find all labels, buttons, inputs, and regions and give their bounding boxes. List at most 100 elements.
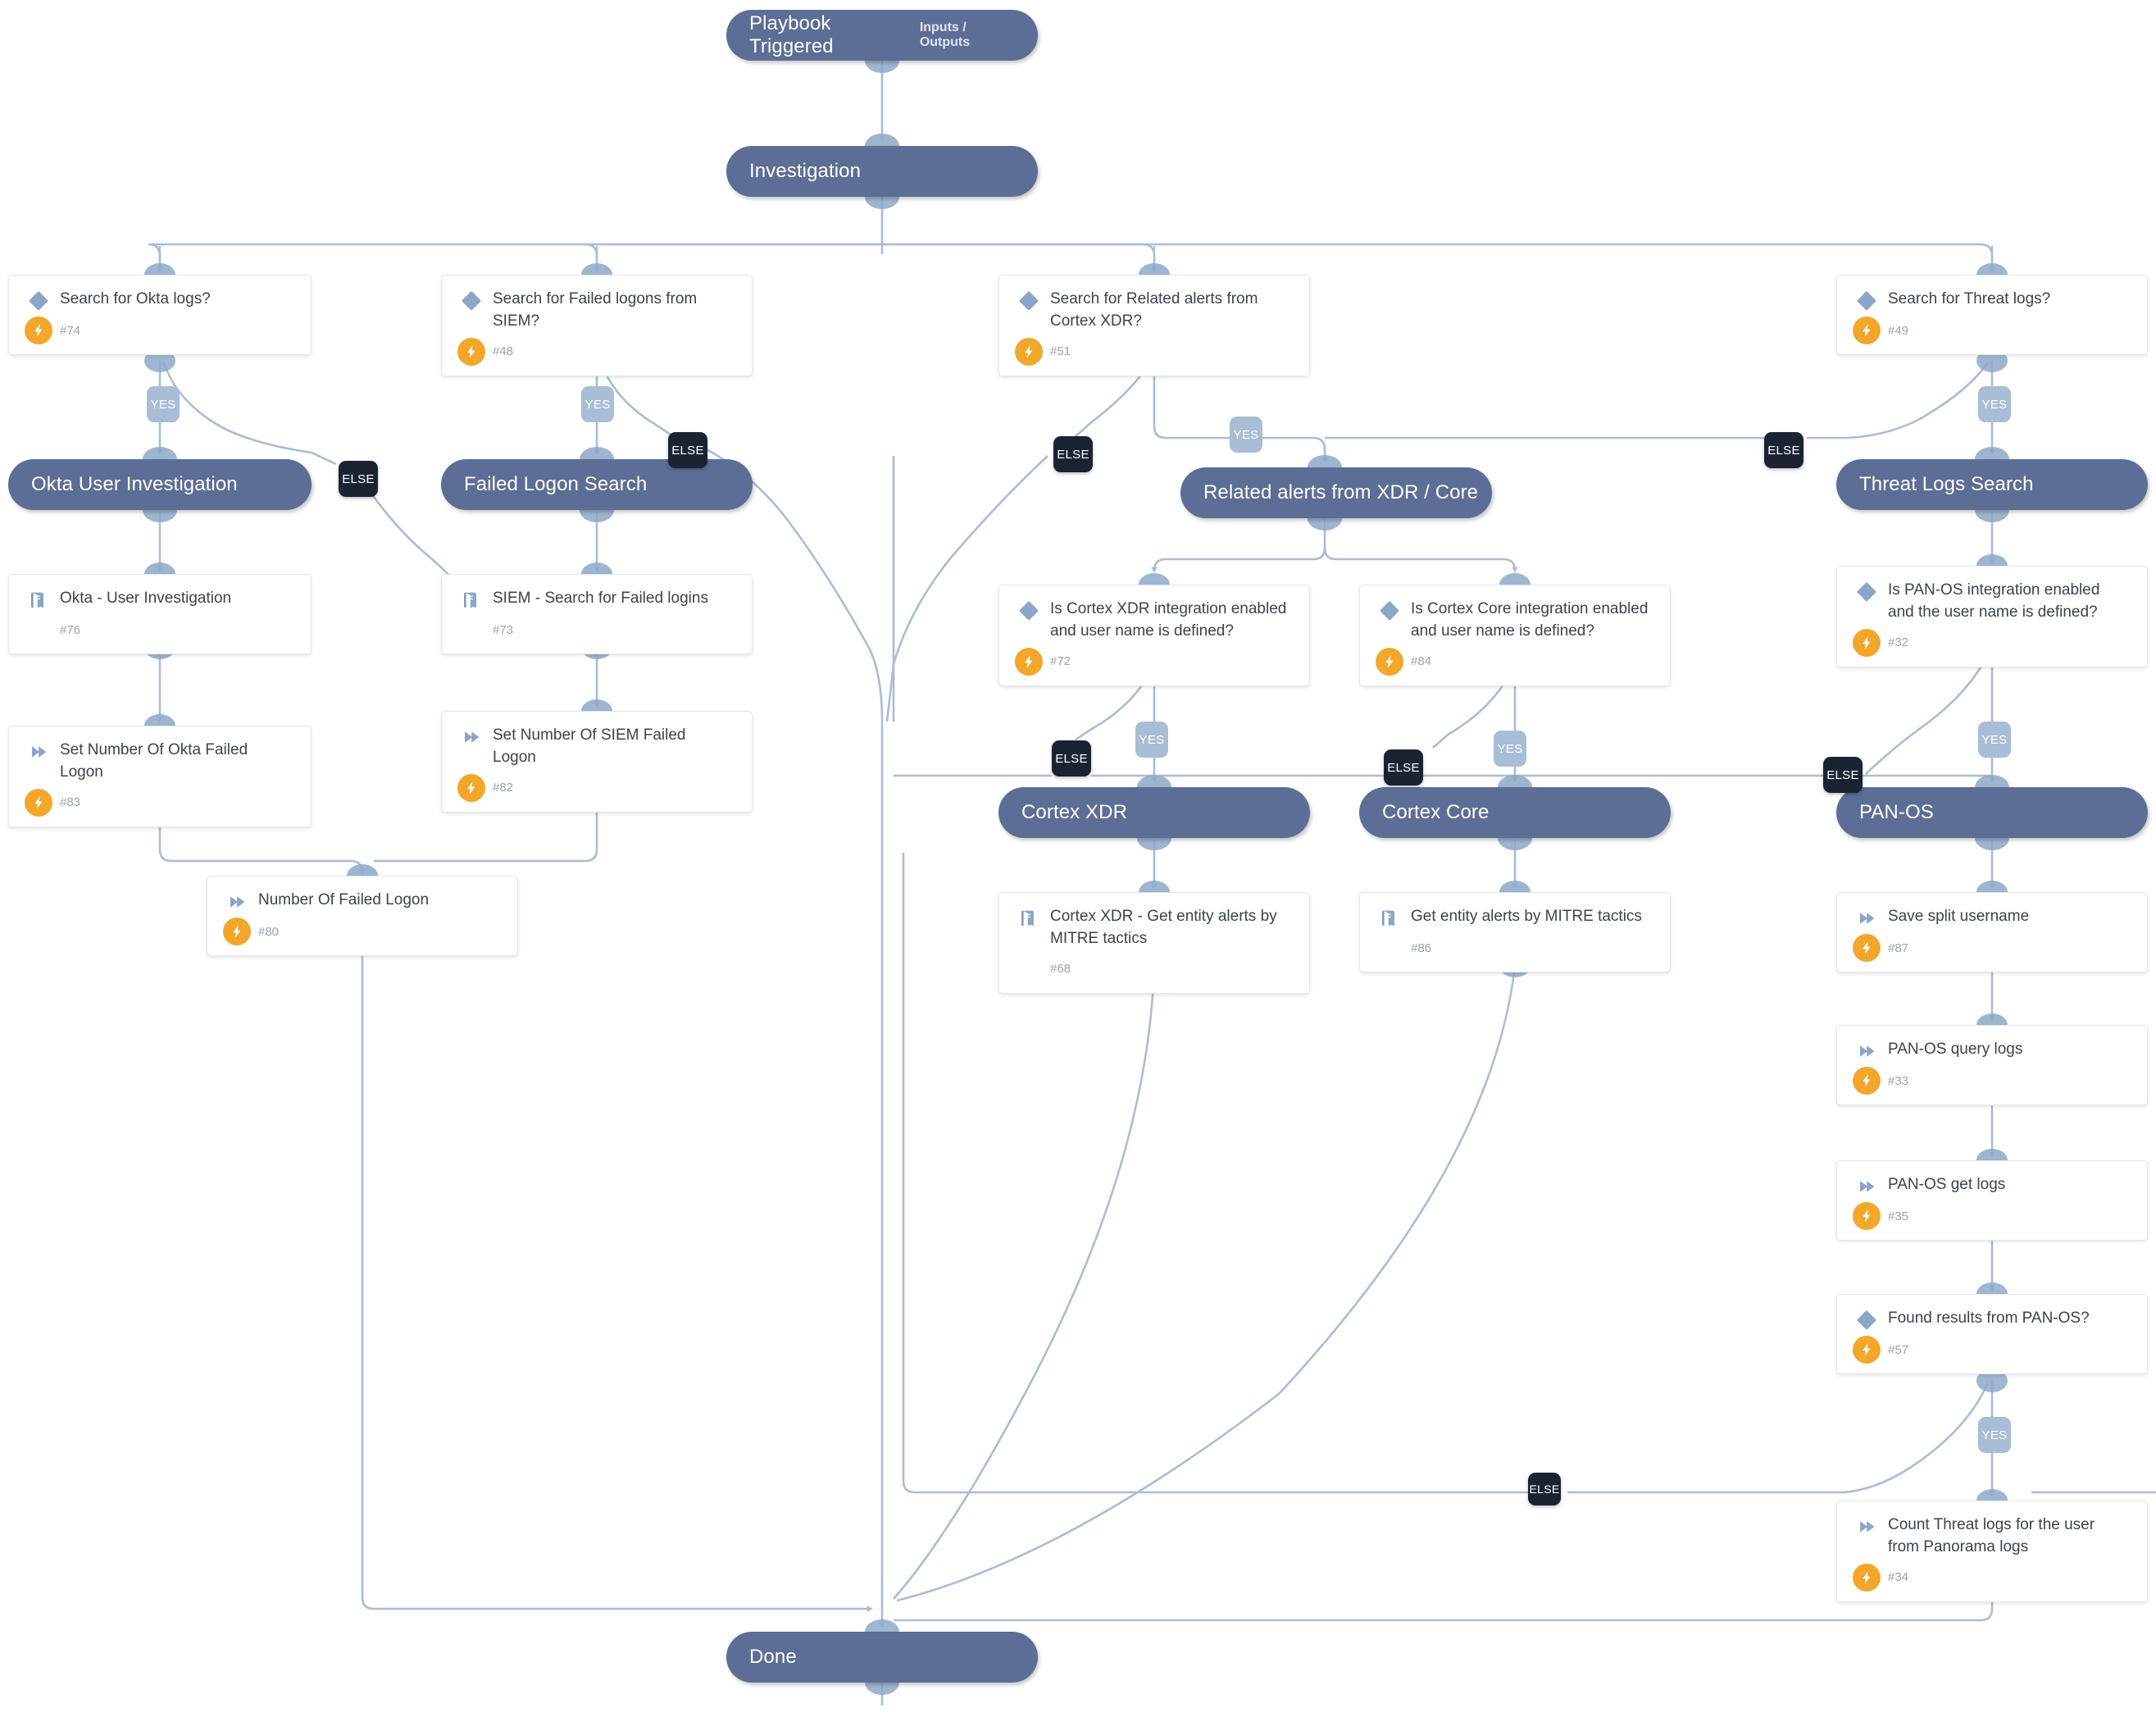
lightning-bolt-badge [25,317,52,344]
task-card-id-72[interactable]: Is Cortex XDR integration enabled and us… [998,585,1310,686]
task-card-id-57[interactable]: Found results from PAN-OS? #57 [1836,1294,2148,1374]
task-bolt-slot [455,773,488,802]
task-bolt-slot [22,317,55,344]
task-id: #82 [493,781,514,795]
section-title: Failed Logon Search [464,473,648,495]
condition-diamond-icon [1850,289,1883,312]
task-id: #34 [1888,1570,1909,1585]
section-node-sec-cortex-xdr[interactable]: Cortex XDR [998,787,1310,838]
task-bolt-slot [1012,337,1045,366]
branch-label-yes-48: YES [581,386,614,422]
task-card-id-87[interactable]: Save split username#87 [1836,892,2148,972]
section-node-sec-threat-logs-search[interactable]: Threat Logs Search [1836,459,2148,510]
task-title: Okta - User Investigation [60,590,232,607]
task-title: Is Cortex Core integration enabled and u… [1411,600,1649,640]
task-id: #76 [60,622,81,637]
section-node-sec-playbook-triggered[interactable]: Playbook Triggered Inputs / Outputs [726,10,1038,61]
automation-chevron-icon [455,725,488,748]
branch-label-yes-84: YES [1494,731,1526,767]
condition-diamond-icon [1012,289,1045,312]
task-id: #32 [1888,635,1909,650]
branch-label-yes-57: YES [1978,1417,2011,1453]
condition-diamond-icon [22,289,55,312]
task-bolt-slot [22,616,55,644]
task-id: #48 [493,344,514,359]
task-card-id-33[interactable]: PAN-OS query logs#33 [1836,1025,2148,1105]
branch-label-yes-32: YES [1978,722,2011,758]
task-id: #57 [1888,1342,1909,1357]
task-card-id-34[interactable]: Count Threat logs for the user from Pano… [1836,1501,2148,1602]
task-title: Found results from PAN-OS? [1888,1309,2090,1327]
task-bolt-slot [1850,1202,1883,1230]
task-title: Cortex XDR - Get entity alerts by MITRE … [1050,908,1277,947]
playbook-book-icon [455,588,488,611]
branch-label-else-74: ELSE [339,461,378,497]
section-node-sec-done[interactable]: Done [726,1632,1038,1683]
condition-diamond-icon [1850,580,1883,603]
task-bolt-slot [1850,628,1883,657]
branch-label-yes-51: YES [1230,417,1262,453]
section-title: PAN-OS [1859,801,1934,823]
task-card-id-82[interactable]: Set Number Of SIEM Failed Logon #82 [441,711,753,813]
task-id: #87 [1888,940,1909,955]
task-title: Search for Failed logons from SIEM? [493,290,698,330]
task-card-id-35[interactable]: PAN-OS get logs #35 [1836,1160,2148,1241]
task-bolt-slot [1373,934,1406,962]
section-title: Playbook Triggered [749,12,834,57]
section-node-sec-okta-user-investigation[interactable]: Okta User Investigation [8,459,312,510]
task-title: PAN-OS query logs [1888,1041,2023,1058]
task-title: PAN-OS get logs [1888,1176,2006,1193]
task-bolt-slot [1850,1336,1883,1364]
branch-label-yes-74: YES [147,386,180,422]
task-bolt-slot [1373,647,1406,676]
section-title: Related alerts from XDR / Core [1203,481,1479,503]
task-card-id-49[interactable]: Search for Threat logs?#49 [1836,275,2148,355]
lightning-bolt-badge [457,337,485,366]
automation-chevron-icon [1850,1039,1883,1062]
branch-label-else-51: ELSE [1053,436,1093,472]
lightning-bolt-badge [1015,337,1043,366]
task-bolt-slot [221,918,253,945]
branch-label-else-84: ELSE [1384,749,1423,786]
section-node-sec-pan-os[interactable]: PAN-OS [1836,787,2148,838]
section-title: Investigation [749,160,862,182]
section-title: Done [749,1646,797,1668]
task-id: #72 [1050,654,1071,669]
branch-label-else-49: ELSE [1764,432,1803,468]
section-node-sec-related-alerts-xdr-core[interactable]: Related alerts from XDR / Core [1180,467,1492,518]
task-card-id-74[interactable]: Search for Okta logs?#74 [8,275,312,355]
task-card-id-86[interactable]: Get entity alerts by MITRE tactics#86 [1359,892,1671,972]
branch-label-yes-72: YES [1135,722,1168,758]
task-title: Number Of Failed Logon [258,891,430,909]
task-card-id-73[interactable]: SIEM - Search for Failed logins#73 [441,574,753,654]
task-id: #80 [258,924,280,939]
section-node-sec-investigation[interactable]: Investigation [726,146,1038,197]
task-bolt-slot [1850,1563,1883,1592]
lightning-bolt-badge [1853,1563,1881,1592]
section-title: Okta User Investigation [31,473,238,495]
task-title: Get entity alerts by MITRE tactics [1411,908,1642,925]
task-title: Is PAN-OS integration enabled and the us… [1888,581,2100,621]
task-card-id-80[interactable]: Number Of Failed Logon #80 [207,876,518,956]
task-card-id-68[interactable]: Cortex XDR - Get entity alerts by MITRE … [998,892,1310,994]
lightning-bolt-badge [1853,1202,1881,1230]
branch-label-else-57: ELSE [1528,1473,1561,1505]
section-node-sec-cortex-core[interactable]: Cortex Core [1359,787,1671,838]
task-card-id-84[interactable]: Is Cortex Core integration enabled and u… [1359,585,1671,686]
section-title: Threat Logs Search [1859,473,2034,495]
task-title: Set Number Of SIEM Failed Logon [493,726,686,766]
task-id: #73 [493,622,514,637]
section-node-sec-failed-logon-search[interactable]: Failed Logon Search [441,459,753,510]
task-card-id-76[interactable]: Okta - User Investigation #76 [8,574,312,654]
task-card-id-48[interactable]: Search for Failed logons from SIEM? #48 [441,275,753,376]
task-id: #35 [1888,1209,1909,1223]
task-card-id-51[interactable]: Search for Related alerts from Cortex XD… [998,275,1310,376]
section-subtitle: Inputs / Outputs [919,20,971,49]
lightning-bolt-badge [1853,934,1881,962]
task-bolt-slot [1850,1067,1883,1095]
task-card-id-83[interactable]: Set Number Of Okta Failed Logon#83 [8,726,312,827]
task-bolt-slot [1850,317,1883,344]
task-card-id-32[interactable]: Is PAN-OS integration enabled and the us… [1836,566,2148,667]
